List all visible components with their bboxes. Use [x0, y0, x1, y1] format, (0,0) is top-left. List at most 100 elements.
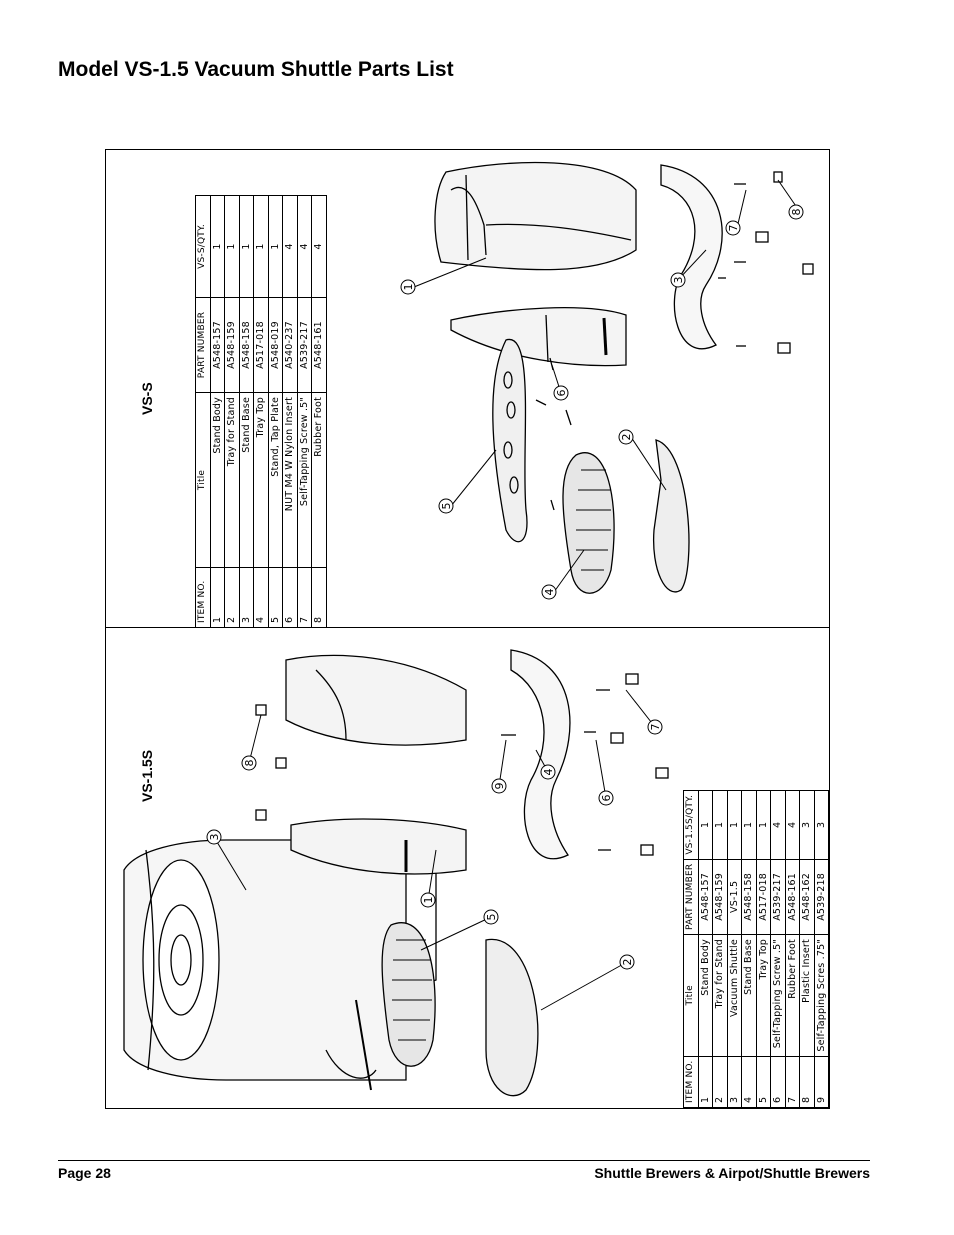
part-qty: 1 — [727, 790, 742, 860]
header-part-number: PART NUMBER — [195, 297, 210, 393]
part-qty: 1 — [756, 790, 771, 860]
vs-15s-callout-2: 2 — [621, 959, 634, 966]
item-no: 4 — [253, 567, 268, 628]
item-no: 3 — [239, 567, 254, 628]
item-no: 3 — [727, 1056, 742, 1108]
header-qty: VS-1.5S/QTY. — [683, 790, 698, 860]
part-number: A548-162 — [799, 859, 814, 935]
part-number: A517-018 — [253, 297, 268, 393]
item-no: 7 — [785, 1056, 800, 1108]
vs-s-callout-2: 2 — [620, 434, 633, 441]
part-qty: 1 — [712, 790, 727, 860]
part-number: A548-161 — [785, 859, 800, 935]
part-qty: 3 — [799, 790, 814, 860]
vs-s-callout-8: 8 — [790, 209, 803, 216]
part-qty: 4 — [311, 195, 326, 298]
vs-s-label: VS-S — [139, 382, 155, 415]
item-no: 1 — [210, 567, 225, 628]
item-no: 6 — [770, 1056, 785, 1108]
page-title: Model VS-1.5 Vacuum Shuttle Parts List — [58, 58, 454, 81]
part-title: Tray Top — [253, 392, 268, 568]
part-number: A548-161 — [311, 297, 326, 393]
vs-15s-callout-3: 3 — [208, 834, 221, 841]
header-title: Title — [195, 392, 210, 568]
vs-15s-callout-8: 8 — [243, 760, 256, 767]
part-qty: 4 — [297, 195, 312, 298]
part-title: Self-Tapping Scres .75" — [814, 934, 829, 1057]
header-part-number: PART NUMBER — [683, 859, 698, 935]
part-title: Tray Top — [756, 934, 771, 1057]
part-qty: 1 — [268, 195, 283, 298]
vs-15s-callout-6: 6 — [600, 795, 613, 802]
item-no: 2 — [712, 1056, 727, 1108]
part-number: A517-018 — [756, 859, 771, 935]
part-title: Self-Tapping Screw .5" — [770, 934, 785, 1057]
header-qty: VS-S/QTY. — [195, 195, 210, 298]
part-qty: 1 — [253, 195, 268, 298]
part-qty: 1 — [210, 195, 225, 298]
item-no: 6 — [282, 567, 297, 628]
part-title: Stand, Tap Plate — [268, 392, 283, 568]
manual-title: Shuttle Brewers & Airpot/Shuttle Brewers — [594, 1165, 870, 1181]
vs-s-callout-5: 5 — [440, 503, 453, 510]
part-title: Vacuum Shuttle — [727, 934, 742, 1057]
part-number: A548-159 — [224, 297, 239, 393]
vs-15s-label: VS-1.5S — [139, 749, 155, 802]
part-number: A548-159 — [712, 859, 727, 935]
item-no: 4 — [741, 1056, 756, 1108]
vs-s-callout-3: 3 — [672, 277, 685, 284]
part-number: A548-157 — [698, 859, 713, 935]
vs-15s-callout-9: 9 — [493, 783, 506, 790]
vs-s-callout-6: 6 — [555, 390, 568, 397]
item-no: 5 — [756, 1056, 771, 1108]
part-title: Tray for Stand — [712, 934, 727, 1057]
part-qty: 1 — [698, 790, 713, 860]
vs-s-callout-4: 4 — [543, 589, 556, 596]
item-no: 7 — [297, 567, 312, 628]
vs-15s-callout-7: 7 — [649, 724, 662, 731]
header-item-no: ITEM NO. — [683, 1056, 698, 1108]
part-number: A548-157 — [210, 297, 225, 393]
part-title: NUT M4 W Nylon Insert — [282, 392, 297, 568]
exploded-drawing-frame: 1 2 3 4 5 6 7 8 1 2 3 4 5 6 7 8 9 VS-S V… — [105, 149, 830, 1109]
part-qty: 3 — [814, 790, 829, 860]
part-number: A548-019 — [268, 297, 283, 393]
vs-15s-callout-5: 5 — [485, 914, 498, 921]
part-number: A548-158 — [741, 859, 756, 935]
item-no: 2 — [224, 567, 239, 628]
part-title: Self-Tapping Screw .5" — [297, 392, 312, 568]
header-title: Title — [683, 934, 698, 1057]
part-number: A548-158 — [239, 297, 254, 393]
item-no: 5 — [268, 567, 283, 628]
part-number: VS-1.5 — [727, 859, 742, 935]
exploded-view-illustration: 1 2 3 4 5 6 7 8 1 2 3 4 5 6 7 8 9 — [123, 161, 814, 1097]
part-number: A539-217 — [297, 297, 312, 393]
part-title: Tray for Stand — [224, 392, 239, 568]
vs-s-callout-1: 1 — [402, 284, 415, 291]
table-header-row: ITEM NO. Title PART NUMBER VS-S/QTY. — [195, 195, 210, 628]
part-qty: 1 — [224, 195, 239, 298]
part-qty: 1 — [239, 195, 254, 298]
item-no: 8 — [799, 1056, 814, 1108]
vs-s-callout-7: 7 — [727, 225, 740, 232]
page-number: Page 28 — [58, 1165, 111, 1181]
item-no: 8 — [311, 567, 326, 628]
part-qty: 4 — [282, 195, 297, 298]
header-item-no: ITEM NO. — [195, 567, 210, 628]
part-title: Stand Body — [210, 392, 225, 568]
part-title: Rubber Foot — [785, 934, 800, 1057]
